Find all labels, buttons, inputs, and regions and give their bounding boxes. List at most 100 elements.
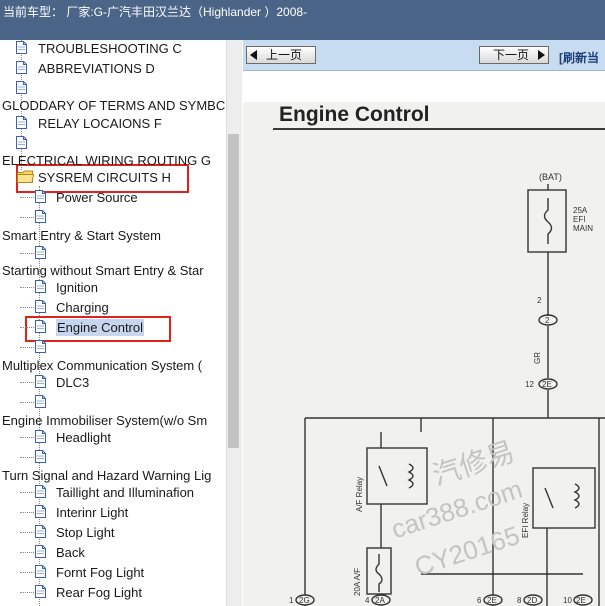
title-rule [273, 128, 605, 130]
bottom-conn-2e-b: 2E [576, 596, 586, 605]
refresh-link[interactable]: [刷新当 [559, 51, 599, 65]
connector-2e-b [573, 594, 593, 606]
tree-item[interactable]: Headlight [0, 429, 226, 446]
bottom-conn-2d: 2D [527, 596, 538, 605]
tree-item[interactable]: Rear Fog Light [0, 584, 226, 601]
tree-item-label: Fornt Fog Light [56, 565, 145, 580]
tree-item[interactable]: Fornt Fog Light [0, 564, 226, 581]
tree-item[interactable]: GLODDARY OF TERMS AND SYMBC [0, 97, 226, 114]
doc-icon [35, 505, 46, 518]
connector-2e-label: 2E [542, 380, 552, 389]
doc-icon [35, 450, 46, 463]
tree-connector [20, 197, 34, 198]
folder-icon [17, 170, 35, 183]
page-title: Engine Control [279, 103, 430, 126]
tree-item[interactable]: Ignition [0, 279, 226, 296]
tree-item-label: Charging [56, 300, 109, 315]
bottom-pin-4: 4 [365, 596, 370, 605]
tree-item-label: ABBREVIATIONS D [38, 61, 155, 76]
bottom-pin-10: 10 [563, 596, 572, 605]
window-title: 当前车型： 厂家:G-广汽丰田汉兰达（Highlander ）2008- [3, 5, 308, 19]
tree-item[interactable]: Starting without Smart Entry & Star [0, 262, 226, 279]
tree-item-label: Stop Light [56, 525, 115, 540]
tree-connector [20, 592, 34, 593]
tree-item[interactable]: DLC3 [0, 374, 226, 391]
tree-item[interactable]: Interinr Light [0, 504, 226, 521]
doc-icon [35, 246, 46, 259]
tree-item[interactable] [0, 209, 226, 226]
tree-item[interactable] [0, 80, 226, 97]
tree-item-label: Ignition [56, 280, 98, 295]
doc-icon [35, 300, 46, 313]
doc-icon [16, 61, 27, 74]
tree-item[interactable]: Taillight and Illuminafion [0, 484, 226, 501]
efi-relay-label: EFI Relay [521, 502, 530, 538]
tree-item-selected[interactable]: Engine Control [0, 319, 226, 336]
bottom-pin-8: 8 [517, 596, 522, 605]
left-arrow-icon [250, 50, 257, 60]
diagram-viewer: 上一页 下一页 [刷新当 Engine Control [243, 40, 605, 606]
bottom-conn-2a: 2A [375, 596, 385, 605]
tree-item[interactable] [0, 394, 226, 411]
tree-item[interactable] [0, 449, 226, 466]
tree-item-label: ELECTRICAL WIRING ROUTING G [2, 153, 211, 168]
tree-connector [20, 457, 34, 458]
bat-label: (BAT) [539, 172, 562, 182]
tree-item[interactable]: SYSREM CIRCUITS H [0, 169, 226, 186]
next-page-button[interactable]: 下一页 [479, 46, 549, 64]
af-relay-label: A/F Relay [355, 476, 364, 512]
tree-item[interactable]: Stop Light [0, 524, 226, 541]
doc-icon [35, 320, 46, 333]
wire-gr-label: GR [533, 352, 542, 364]
doc-icon [35, 585, 46, 598]
tree-item-label: Headlight [56, 430, 111, 445]
tree-connector [20, 307, 34, 308]
wiring-diagram-drawing [295, 184, 605, 606]
fuse-amp-label: 25A [573, 206, 588, 215]
tree-item-label: Back [56, 545, 85, 560]
tree-item[interactable]: Smart Entry & Start System [0, 227, 226, 244]
tree-item-label: Engine Immobiliser System(w/o Sm [2, 413, 208, 428]
tree-item[interactable]: Multiplex Communication System ( [0, 357, 226, 374]
bottom-pin-1: 1 [289, 596, 294, 605]
prev-page-button[interactable]: 上一页 [246, 46, 316, 64]
tree-item[interactable]: Charging [0, 299, 226, 316]
tree-item-label: Interinr Light [56, 505, 129, 520]
wiring-diagram: Engine Control [243, 102, 605, 606]
tree-connector [20, 532, 34, 533]
doc-icon [35, 340, 46, 353]
af-relay-body [366, 447, 428, 505]
tree-connector [20, 347, 34, 348]
connector-2-label: 2 [545, 316, 550, 325]
tree-item[interactable] [0, 339, 226, 356]
tree-item[interactable] [0, 60, 226, 77]
tree-scrollbar-thumb[interactable] [228, 134, 239, 448]
tree-item[interactable]: RELAY LOCAIONS F [0, 115, 226, 132]
tree-item-label: Turn Signal and Hazard Warning Lig [2, 468, 212, 483]
tree-connector [20, 437, 34, 438]
tree-item[interactable]: ABBREVIATIONS D [0, 60, 226, 77]
tree-item-label: TROUBLESHOOTING C [38, 41, 182, 56]
tree-item[interactable]: Turn Signal and Hazard Warning Lig [0, 467, 226, 484]
tree-item[interactable]: ELECTRICAL WIRING ROUTING G [0, 152, 226, 169]
pin-12-label: 12 [525, 380, 534, 389]
tree-connector [20, 287, 34, 288]
tree-item[interactable]: TROUBLESHOOTING C [0, 40, 226, 57]
tree-item[interactable]: Engine Immobiliser System(w/o Sm [0, 412, 226, 429]
doc-icon [35, 190, 46, 203]
bottom-conn-2g: 2G [299, 596, 310, 605]
nav-bar: 上一页 下一页 [刷新当 [243, 40, 605, 71]
fuse-efi-label: EFI [573, 215, 586, 224]
tree-item[interactable] [0, 245, 226, 262]
tree-connector [20, 327, 34, 328]
highlight-box-engine-control [25, 316, 171, 342]
tree-connector [20, 572, 34, 573]
tree-item-label: RELAY LOCAIONS F [38, 116, 162, 131]
tree-item[interactable]: Power Source [0, 189, 226, 206]
tree-item[interactable]: Back [0, 544, 226, 561]
circuit-tree[interactable]: TROUBLESHOOTING C ABBREVIATIONS D GLODDARY… [0, 40, 226, 606]
connector-2g [295, 594, 315, 606]
pin-2-label: 2 [537, 296, 542, 305]
connector-2a [371, 594, 391, 606]
tree-item[interactable] [0, 135, 226, 152]
